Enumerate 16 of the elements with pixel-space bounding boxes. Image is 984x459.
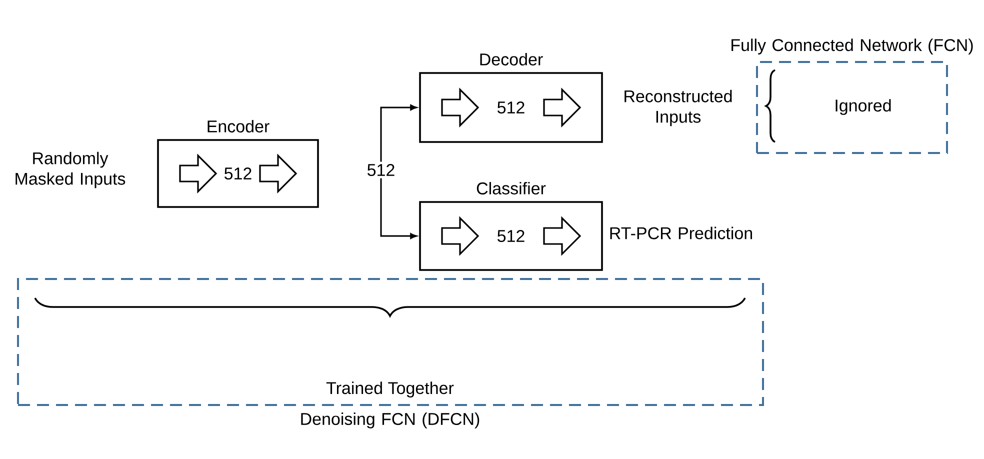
layer-box: 512 bbox=[419, 201, 603, 271]
node-label: RT-PCR Prediction bbox=[610, 226, 752, 240]
layer-heading: Encoder bbox=[208, 120, 270, 132]
group-label: Trained Together bbox=[326, 382, 454, 398]
group-heading: Denoising FCN (DFCN) bbox=[301, 412, 480, 428]
group-label: Ignored bbox=[836, 99, 891, 115]
arrow bbox=[380, 104, 417, 162]
layer-heading: Classifier bbox=[476, 182, 546, 194]
layer-box: 512 bbox=[419, 72, 603, 143]
layer-box: 512 bbox=[157, 139, 319, 208]
group-heading: Fully Connected Network (FCN) bbox=[732, 38, 973, 54]
node-label: Randomly Masked Inputs bbox=[16, 152, 126, 188]
node-label: Reconstructed Inputs bbox=[624, 90, 732, 126]
node-label: 512 bbox=[368, 164, 394, 176]
arrow bbox=[380, 178, 417, 239]
layer-heading: Decoder bbox=[480, 53, 543, 66]
